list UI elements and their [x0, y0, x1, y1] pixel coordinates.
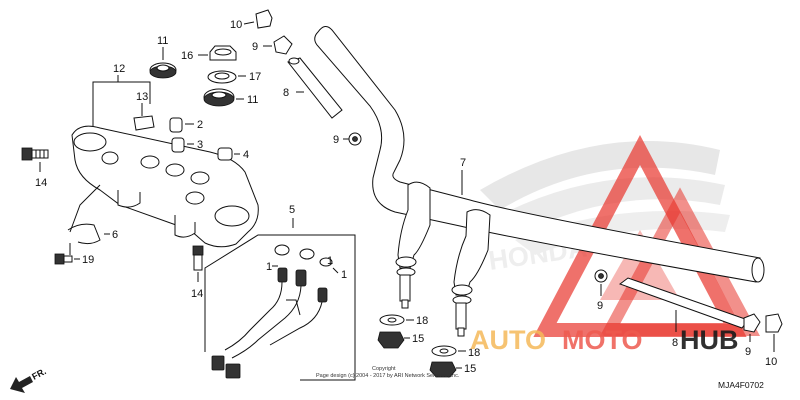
part-17: 17: [207, 70, 261, 84]
part-label-6: 6: [112, 229, 118, 241]
part-14-left: 14: [21, 147, 49, 189]
watermark-moto: MOTO: [562, 325, 643, 355]
part-label-14b: 14: [191, 288, 203, 300]
part-label-8a: 8: [283, 87, 289, 99]
part-label-8b: 8: [672, 337, 678, 349]
copyright-line1: Copyright: [372, 366, 396, 372]
part-label-4: 4: [243, 149, 249, 161]
part-15-right: 15: [429, 361, 476, 378]
part-8-left: 8: [283, 57, 343, 119]
front-direction-arrow-icon: FR.: [10, 366, 48, 393]
part-label-9a: 9: [252, 41, 258, 53]
part-18-right: 18: [431, 345, 480, 359]
part-label-9d: 9: [745, 346, 751, 358]
part-label-16: 16: [181, 50, 193, 62]
part-13: 13: [133, 91, 155, 131]
part-3: 3: [171, 137, 203, 153]
part-label-10b: 10: [765, 356, 777, 368]
diagram-code: MJA4F0702: [718, 380, 764, 390]
label-group-12: 12: [92, 63, 151, 127]
part-9-left-bottom: 9: [333, 132, 362, 146]
part-9-right-top: 9: [594, 269, 608, 312]
part-14-lower: 14: [191, 245, 204, 300]
watermark-hub: HUB: [680, 325, 739, 355]
part-label-9b: 9: [333, 134, 339, 146]
part-label-19: 19: [82, 254, 94, 266]
part-16: 16: [181, 45, 237, 62]
part-label-1b: 1: [327, 255, 333, 267]
part-label-15b: 15: [464, 363, 476, 375]
part-label-14a: 14: [35, 177, 47, 189]
part-label-11b: 11: [247, 94, 258, 106]
part-label-11a: 11: [157, 35, 168, 47]
part-label-15a: 15: [412, 333, 424, 345]
part-label-17: 17: [249, 71, 261, 83]
part-18-left: 18: [379, 314, 428, 327]
part-11-upper: 11: [149, 35, 177, 79]
part-5-harness-group: 5 1 1 1: [204, 204, 356, 381]
copyright-block: Copyright Page design (c) 2004 - 2017 by…: [316, 366, 460, 379]
automotohub-watermark: AUTO MOTO HUB: [470, 325, 739, 355]
part-2: 2: [169, 117, 203, 133]
part-label-1c: 1: [341, 269, 347, 281]
part-9-right-bottom: 9: [743, 313, 761, 358]
part-label-13: 13: [136, 91, 148, 103]
part-15-left: 15: [377, 331, 424, 349]
part-label-9c: 9: [597, 300, 603, 312]
part-10-left: 10: [230, 9, 273, 31]
part-label-12: 12: [113, 63, 125, 75]
part-9-left-top: 9: [252, 35, 293, 55]
riser-right: [451, 209, 491, 337]
front-direction-label: FR.: [30, 366, 47, 382]
part-4: 4: [217, 147, 249, 161]
part-19: 19: [54, 243, 94, 266]
part-10-right: 10: [765, 313, 783, 368]
part-11-lower: 11: [203, 88, 258, 107]
part-label-18a: 18: [416, 315, 428, 327]
part-label-10a: 10: [230, 19, 242, 31]
riser-left: [395, 181, 431, 309]
part-label-1a: 1: [266, 261, 272, 273]
part-label-2: 2: [197, 119, 203, 131]
part-label-18b: 18: [468, 347, 480, 359]
part-label-5: 5: [289, 204, 295, 216]
part-6: 6: [67, 184, 118, 245]
part-label-3: 3: [197, 139, 203, 151]
part-label-7: 7: [460, 157, 466, 169]
copyright-line2: Page design (c) 2004 - 2017 by ARI Netwo…: [316, 373, 460, 379]
watermark-auto: AUTO: [470, 325, 546, 355]
top-bridge-part: [71, 125, 259, 248]
